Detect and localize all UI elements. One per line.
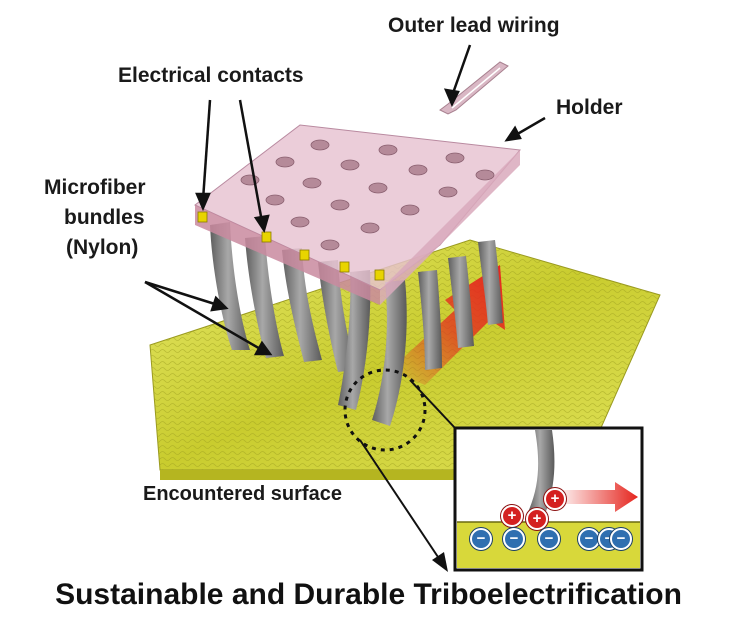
microfiber-label-line2: bundles — [64, 206, 145, 229]
negative-charge: − — [538, 528, 560, 550]
holder-block — [194, 124, 521, 305]
outer-lead-wiring-label: Outer lead wiring — [388, 14, 560, 37]
positive-charge: + — [526, 508, 548, 530]
pointer-arrows — [144, 44, 546, 356]
microfiber-label-line3: (Nylon) — [66, 236, 139, 259]
electrical-contacts — [197, 211, 385, 281]
holder-label: Holder — [556, 96, 623, 119]
positive-charge: + — [501, 505, 523, 527]
microfiber-bundles — [210, 222, 503, 426]
negative-charge: − — [610, 528, 632, 550]
motion-arrow — [390, 265, 505, 385]
figure-caption: Sustainable and Durable Triboelectrifica… — [55, 578, 682, 611]
encountered-surface-label: Encountered surface — [143, 483, 342, 505]
encountered-surface-slab — [149, 239, 661, 480]
negative-charge: − — [578, 528, 600, 550]
positive-charge: + — [544, 488, 566, 510]
negative-charge: − — [503, 528, 525, 550]
microfiber-label-line1: Microfiber — [44, 176, 146, 199]
electrical-contacts-label: Electrical contacts — [118, 64, 304, 87]
negative-charge: − — [470, 528, 492, 550]
outer-lead-wiring — [439, 61, 509, 115]
callout-circle — [343, 368, 456, 572]
